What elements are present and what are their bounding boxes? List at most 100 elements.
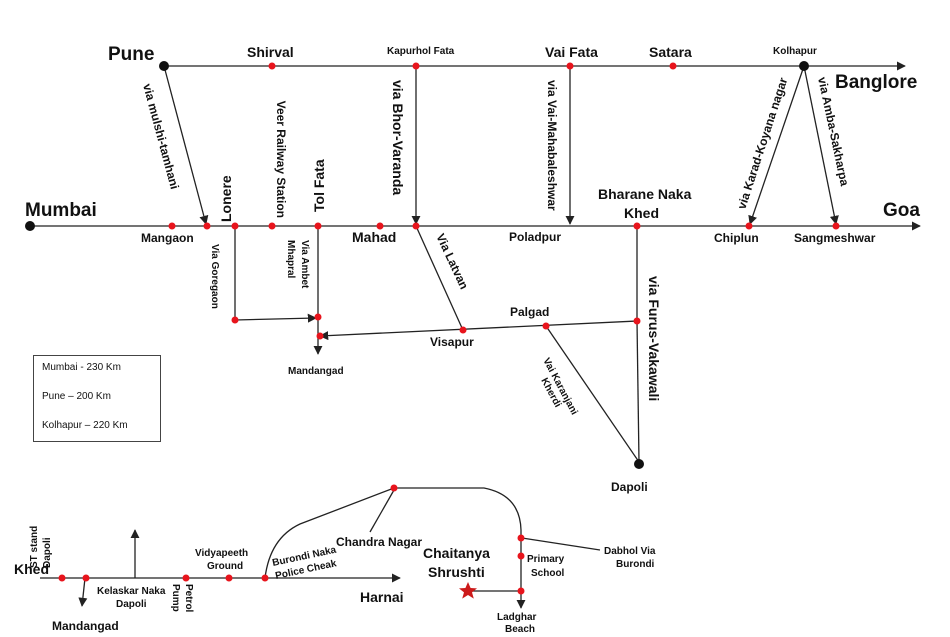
- ladghar-label: Ladghar: [497, 612, 537, 623]
- tolfata-marker: [314, 222, 322, 230]
- kapurhol-marker: [412, 62, 420, 70]
- shirval-marker: [268, 62, 276, 70]
- burondi-chandra-road: [264, 487, 522, 590]
- goregaon-link: [234, 313, 317, 323]
- kolhapur-marker: [799, 61, 809, 71]
- mandangad-label: Mandangad: [288, 366, 344, 377]
- chandra-pointer: [369, 489, 395, 533]
- furus-road: [636, 320, 640, 463]
- dabhol-pointer: [521, 537, 601, 551]
- st-stand-label: ST stand: [29, 526, 40, 568]
- mumbai-label: Mumbai: [25, 200, 97, 221]
- st-dapoli-label: Dapoli: [42, 537, 53, 568]
- pune-label: Pune: [108, 44, 154, 65]
- mangaon-label: Mangaon: [141, 231, 194, 245]
- beach-label: Beach: [505, 624, 535, 635]
- via-latvan-label: Via Latvan: [433, 231, 471, 291]
- chandra-nagar-marker: [390, 484, 398, 492]
- bhor-end-marker: [412, 222, 420, 230]
- goa-label: Goa: [883, 200, 920, 221]
- palgad-marker: [542, 322, 550, 330]
- mumbai-marker: [25, 221, 35, 231]
- kelaskar-naka-label: Kelaskar Naka: [97, 586, 166, 597]
- shrushti-label: Shrushti: [428, 564, 485, 580]
- primary-school-marker: [517, 552, 525, 560]
- dapoli-label: Dapoli: [611, 480, 648, 494]
- poladpur-label: Poladpur: [509, 230, 561, 244]
- ambet-marker: [314, 313, 322, 321]
- veer-railway-label: Veer Railway Station: [274, 101, 288, 218]
- vaifata-label: Vai Fata: [545, 44, 598, 60]
- distance-legend: Mumbai - 230 Km Pune – 200 Km Kolhapur –…: [33, 355, 161, 442]
- tolfata-label: Tol Fata: [311, 159, 327, 212]
- karanjani-road: [545, 325, 640, 463]
- kelaskar-dapoli-label: Dapoli: [116, 599, 147, 610]
- palgad-mandangad-road: [319, 320, 638, 341]
- mandangad-turn-marker: [82, 574, 90, 582]
- dabhol-via-label: Dabhol Via: [604, 546, 656, 557]
- lonere-label: Lonere: [218, 175, 234, 222]
- satara-marker: [669, 62, 677, 70]
- latvan-road: [415, 225, 463, 329]
- karad-road: [748, 65, 805, 225]
- burondi-naka-marker: [261, 574, 269, 582]
- chandra-nagar-label: Chandra Nagar: [336, 535, 422, 549]
- harnai-label: Harnai: [360, 589, 404, 605]
- vaifata-marker: [566, 62, 574, 70]
- satara-label: Satara: [649, 44, 692, 60]
- visapur-label: Visapur: [430, 335, 474, 349]
- ground-label: Ground: [207, 561, 243, 572]
- via-mulshi-label: via mulshi-tamhani: [140, 82, 182, 191]
- pune-marker: [159, 61, 169, 71]
- khed-bottom-marker: [58, 574, 66, 582]
- mandangad-junction-marker: [316, 332, 324, 340]
- shirval-label: Shirval: [247, 44, 294, 60]
- chaitanya-label: Chaitanya: [423, 545, 490, 561]
- legend-kolhapur: Kolhapur – 220 Km: [42, 420, 128, 431]
- dapoli-marker: [634, 459, 644, 469]
- petrol-marker: [182, 574, 190, 582]
- legend-mumbai: Mumbai - 230 Km: [42, 362, 121, 373]
- khed-marker: [633, 222, 641, 230]
- mandangad-bottom-label: Mandangad: [52, 619, 119, 633]
- chaitanya-star-icon: [459, 582, 477, 599]
- vidyapeeth-label: Vidyapeeth: [195, 548, 248, 559]
- sangmeshwar-marker: [832, 222, 840, 230]
- veer-marker: [268, 222, 276, 230]
- ladghar-junction-marker: [517, 587, 525, 595]
- bharane-naka-label: Bharane Naka: [598, 186, 692, 202]
- goregaon-corner-marker: [231, 316, 239, 324]
- mulshi-end-marker: [203, 222, 211, 230]
- mandangad-down-road: [78, 577, 88, 607]
- primary-label: Primary: [527, 554, 565, 565]
- via-bhor-label: via Bhor-Varanda: [390, 80, 406, 195]
- pump-label: Pump: [170, 584, 181, 612]
- via-karad-label: via Karad-Koyana nagar: [735, 76, 791, 211]
- palgad-junction-marker: [633, 317, 641, 325]
- vidyapeeth-marker: [225, 574, 233, 582]
- kapurhol-label: Kapurhol Fata: [387, 46, 455, 57]
- mahad-marker: [376, 222, 384, 230]
- sangmeshwar-label: Sangmeshwar: [794, 231, 876, 245]
- chiplun-marker: [745, 222, 753, 230]
- lonere-marker: [231, 222, 239, 230]
- mulshi-road: [163, 65, 209, 225]
- kolhapur-label: Kolhapur: [773, 46, 817, 57]
- via-ambet-label: Via Ambet: [299, 240, 310, 289]
- visapur-marker: [459, 326, 467, 334]
- petrol-label: Petrol: [183, 584, 194, 613]
- banglore-label: Banglore: [835, 72, 917, 93]
- amba-road: [803, 65, 839, 225]
- khed-bottom-label: Khed: [14, 561, 49, 577]
- school-label: School: [531, 568, 565, 579]
- burondi-label: Burondi: [616, 559, 655, 570]
- palgad-label: Palgad: [510, 305, 549, 319]
- mahad-label: Mahad: [352, 229, 396, 245]
- chiplun-label: Chiplun: [714, 231, 759, 245]
- mhapral-label: Mhapral: [285, 240, 296, 279]
- via-goregaon-label: Via Goregaon: [209, 244, 220, 309]
- mangaon-marker: [168, 222, 176, 230]
- dabhol-marker: [517, 534, 525, 542]
- via-mahabaleshwar-label: via Vai-Mahabaleshwar: [545, 80, 559, 211]
